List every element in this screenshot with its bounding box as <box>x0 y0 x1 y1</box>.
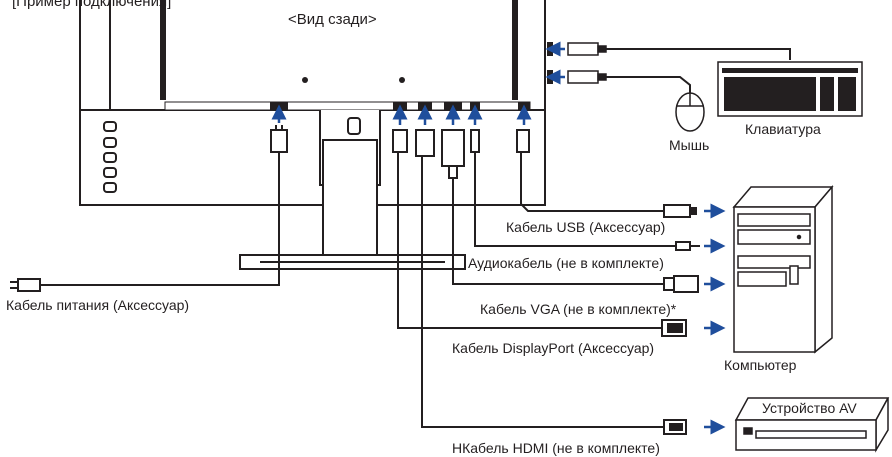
rear-left-panel <box>160 0 166 100</box>
mouse-icon <box>675 92 705 132</box>
diagram-title: <Вид сзади> <box>288 11 377 28</box>
audio-cable-label: Аудиокабель (не в комплекте) <box>468 255 664 271</box>
av-device-icon <box>734 397 890 453</box>
monitor-stand <box>239 110 466 270</box>
displayport-cable <box>392 129 687 337</box>
audio-cable <box>470 129 700 251</box>
computer-label: Компьютер <box>724 357 797 373</box>
side-usb-ports <box>545 41 565 85</box>
connector-arrows <box>271 104 532 125</box>
keyboard-icon <box>717 61 863 117</box>
keyboard-label: Клавиатура <box>745 121 821 137</box>
keyboard-usb-line <box>606 48 791 60</box>
mouse-usb-line <box>606 76 691 95</box>
displayport-cable-label: Кабель DisplayPort (Аксессуар) <box>452 340 655 356</box>
hdmi-cable-label: HКабель HDMI (не в комплекте) <box>452 440 660 456</box>
side-buttons <box>103 121 117 193</box>
av-device-label: Устройство AV <box>762 400 857 416</box>
usb-cable <box>516 129 697 218</box>
usb-cable-label: Кабель USB (Аксессуар) <box>506 219 666 235</box>
power-cable-label: Кабель питания (Аксессуар) <box>6 297 190 313</box>
device-arrows <box>704 203 726 435</box>
vga-cable <box>441 129 699 293</box>
computer-icon <box>732 184 834 354</box>
vga-cable-label: Кабель VGA (не в комплекте)* <box>480 301 677 317</box>
vesa-screw-left <box>302 77 308 83</box>
vesa-screw-right <box>399 77 405 83</box>
rear-right-panel <box>512 0 518 100</box>
usb-plugs <box>567 42 607 84</box>
page-header-cut: [Пример подключения] <box>12 0 172 10</box>
power-cable <box>10 125 288 292</box>
mouse-label: Мышь <box>669 137 710 153</box>
hdmi-cable <box>415 129 687 435</box>
